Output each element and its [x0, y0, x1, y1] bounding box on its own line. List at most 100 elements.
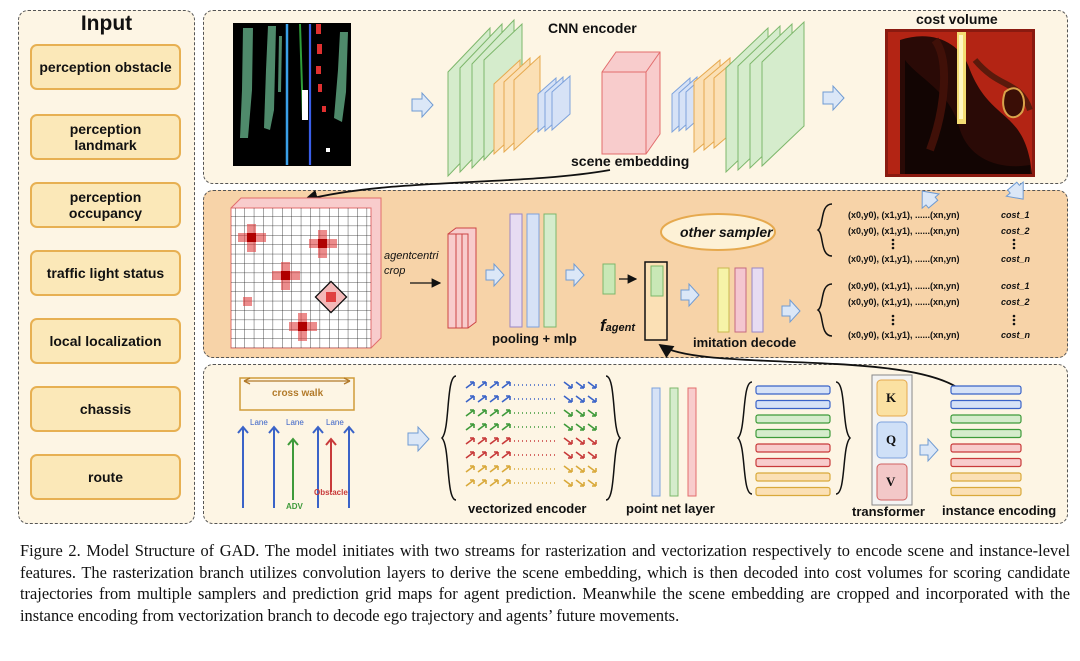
feature-bar: [950, 399, 1022, 410]
input-route: route: [30, 454, 181, 500]
vector-arrow-icon: [489, 437, 499, 445]
feature-bar: [950, 428, 1022, 439]
arrow-right-icon: [565, 262, 585, 288]
figure-caption: Figure 2. Model Structure of GAD. The mo…: [20, 541, 1070, 625]
obstacle-label: Obstacle: [314, 488, 348, 497]
transformer-label: transformer: [852, 504, 925, 519]
cnn-encoder-label: CNN encoder: [548, 20, 637, 36]
cost-label: cost_2: [1001, 226, 1030, 236]
vector-arrow-icon: [575, 451, 585, 459]
feature-bar: [755, 443, 831, 453]
vector-arrow-icon: [501, 409, 511, 417]
v-block: [876, 463, 908, 501]
vector-arrow-icon: [563, 437, 573, 445]
instance-to-fagent-arrow: [658, 343, 959, 389]
vector-arrow-icon: [563, 381, 573, 389]
pointnet-label: point net layer: [626, 501, 715, 516]
input-perception-occupancy: perception occupancy: [30, 182, 181, 228]
feature-bar: [755, 414, 831, 424]
arrow-right-icon: [485, 262, 505, 288]
vector-arrow-icon: [477, 437, 487, 445]
vector-arrow-icon: [587, 451, 597, 459]
cost-label: cost_1: [1001, 281, 1030, 291]
other-sampler-ellipse: [660, 213, 776, 251]
raster-input-image: [233, 23, 351, 166]
vector-arrow-icon: [563, 423, 573, 431]
feature-stack-middle: [755, 385, 831, 497]
input-perception-landmark: perception landmark: [30, 114, 181, 160]
arrow-right-icon: [407, 425, 430, 453]
vector-arrow-icon: [587, 409, 597, 417]
vector-arrow-icon: [465, 409, 475, 417]
imitation-bar: [717, 267, 730, 333]
feature-bar: [950, 486, 1022, 497]
pointnet-bar: [651, 387, 661, 497]
vector-arrow-icon: [587, 479, 597, 487]
trajectory-row: (x0,y0), (x1,y1), ......(xn,yn): [848, 226, 960, 236]
cost-label: cost_n: [1001, 254, 1031, 264]
brace-left: [440, 375, 457, 501]
scene-embedding-block: [601, 51, 661, 155]
q-block: [876, 421, 908, 459]
vector-arrow-icon: [477, 479, 487, 487]
pooling-bar: [526, 213, 540, 328]
vector-arrow-icon: [465, 479, 475, 487]
cost-label: cost_2: [1001, 297, 1030, 307]
feature-bar: [950, 385, 1022, 395]
brace-left: [736, 381, 753, 495]
vector-arrow-icon: [587, 381, 597, 389]
vector-arrow-icon: [501, 437, 511, 445]
input-traffic-light-status: traffic light status: [30, 250, 181, 296]
brace-right: [835, 381, 852, 495]
arrow-right-icon: [680, 282, 700, 308]
vector-arrow-icon: [489, 451, 499, 459]
pointnet-bar: [669, 387, 679, 497]
feature-bar: [755, 428, 831, 439]
k-block: [876, 379, 908, 417]
vector-arrow-icon: [563, 451, 573, 459]
trajectory-row: (x0,y0), (x1,y1), ......(xn,yn): [848, 281, 960, 291]
arrow-right-icon: [781, 298, 801, 324]
input-perception-obstacle: perception obstacle: [30, 44, 181, 90]
feature-bar: [950, 443, 1022, 453]
fagent-sub: agent: [605, 322, 636, 334]
adv-label: ADV: [286, 502, 303, 511]
vector-arrow-icon: [563, 479, 573, 487]
vector-arrow-icon: [563, 409, 573, 417]
lane-label: Lane: [250, 418, 268, 427]
cropped-feature-stack: [447, 227, 477, 329]
pooling-bar: [509, 213, 523, 328]
vector-arrow-icon: [465, 381, 475, 389]
vector-arrow-icon: [477, 395, 487, 403]
instance-encoding-label: instance encoding: [942, 503, 1057, 518]
vector-arrow-icon: [477, 423, 487, 431]
crop-label-line2: crop: [384, 265, 406, 277]
vector-arrow-icon: [465, 395, 475, 403]
other-sampler-label: other sampler: [680, 224, 773, 240]
vector-arrow-icon: [489, 381, 499, 389]
input-chassis: chassis: [30, 386, 181, 432]
scene-embedding-label: scene embedding: [571, 153, 690, 169]
feature-bar: [755, 457, 831, 468]
vector-arrow-icon: [465, 465, 475, 473]
vector-arrow-icon: [465, 451, 475, 459]
vector-arrow-icon: [587, 437, 597, 445]
crop-label-line1: agentcentri: [384, 250, 439, 262]
vector-arrow-icon: [465, 437, 475, 445]
vector-arrow-icon: [501, 451, 511, 459]
feature-bar: [755, 399, 831, 410]
agent-feature-block: [602, 263, 616, 295]
crop-label: agentcentri crop: [384, 249, 438, 279]
cnn-decoder-layers: [671, 20, 805, 174]
pooling-mlp-label: pooling + mlp: [492, 331, 577, 346]
vector-arrow-icon: [501, 395, 511, 403]
lane-arrows: [237, 425, 355, 508]
vector-arrow-icon: [575, 409, 585, 417]
input-local-localization: local localization: [30, 318, 181, 364]
vector-arrow-icon: [575, 381, 585, 389]
brace-top: [816, 203, 833, 257]
pointnet-bar: [687, 387, 697, 497]
vector-arrow-icon: [477, 451, 487, 459]
vector-arrow-icon: [587, 423, 597, 431]
vector-arrow-grid: [465, 381, 597, 487]
